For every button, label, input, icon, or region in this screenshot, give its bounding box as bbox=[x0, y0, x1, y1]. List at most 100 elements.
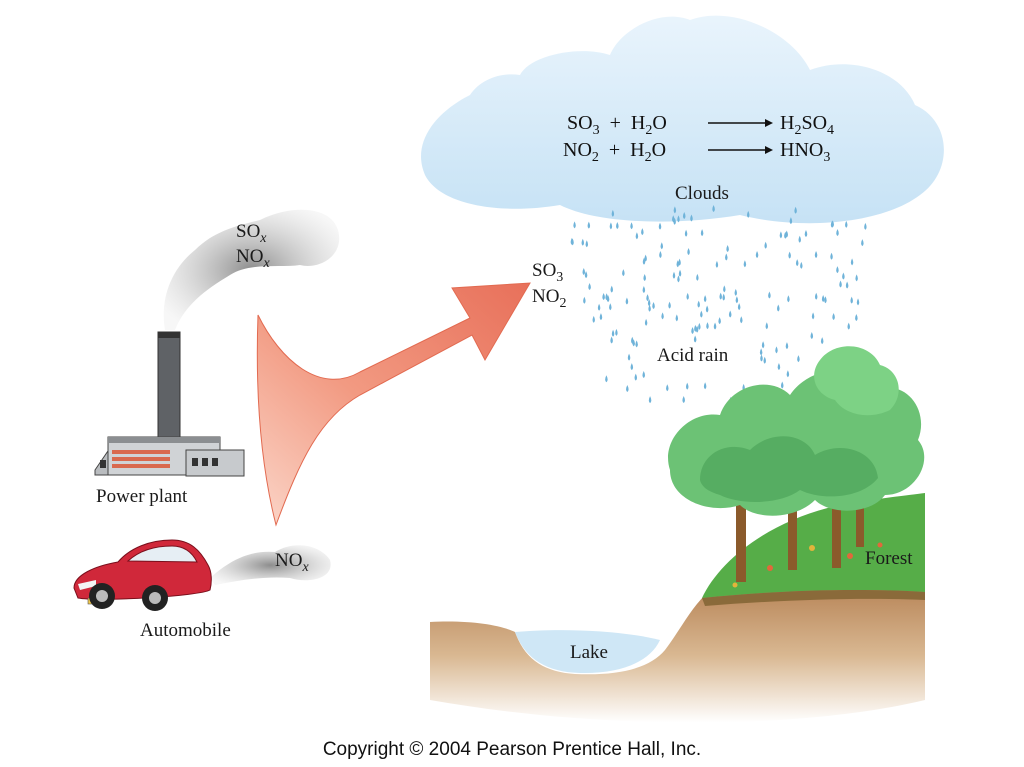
rain-drop bbox=[777, 363, 781, 371]
rain-drop bbox=[660, 242, 664, 250]
rain-drop bbox=[605, 375, 608, 383]
rain-drop bbox=[830, 252, 833, 260]
rain-drop bbox=[761, 341, 765, 349]
acid-rain-label: Acid rain bbox=[657, 345, 729, 366]
rain-drop bbox=[609, 303, 612, 311]
rain-drop bbox=[737, 303, 741, 311]
rain-drop bbox=[668, 301, 671, 309]
rain-drop bbox=[609, 222, 613, 230]
forest-trees bbox=[668, 346, 925, 582]
rain-drop bbox=[786, 370, 790, 378]
rain-drop bbox=[698, 322, 701, 330]
oxidation-arrow bbox=[256, 282, 531, 527]
rain-drop bbox=[677, 215, 680, 223]
rain-drop bbox=[673, 206, 677, 214]
rain-drop bbox=[687, 248, 690, 256]
rain-drop bbox=[768, 291, 771, 299]
power-plant-smoke bbox=[163, 209, 340, 330]
equation-1-product: H2SO4 bbox=[780, 112, 835, 138]
rain-drop bbox=[845, 220, 848, 228]
rain-drop bbox=[784, 231, 787, 239]
rain-drop bbox=[652, 301, 655, 309]
rain-drop bbox=[587, 221, 591, 229]
rain-drop bbox=[610, 336, 613, 344]
rain-drop bbox=[581, 238, 585, 246]
rain-drop bbox=[697, 300, 700, 308]
rain-drop bbox=[592, 315, 595, 323]
rain-drop bbox=[571, 238, 574, 246]
lake-label: Lake bbox=[570, 642, 608, 663]
rain-drop bbox=[779, 231, 783, 239]
clouds-label: Clouds bbox=[675, 183, 729, 204]
rain-drop bbox=[856, 298, 860, 306]
so3-label: SO3 bbox=[532, 260, 564, 285]
rain-drop bbox=[585, 240, 589, 248]
rain-drop bbox=[616, 222, 619, 230]
rain-drop bbox=[644, 254, 647, 262]
automobile-label: Automobile bbox=[140, 620, 231, 641]
rain-drop bbox=[700, 229, 704, 237]
rain-drop bbox=[597, 303, 601, 311]
rain-drop bbox=[703, 382, 707, 390]
rain-drop bbox=[798, 235, 801, 243]
rain-drop bbox=[824, 296, 827, 304]
rain-drop bbox=[759, 348, 763, 356]
rain-drop bbox=[795, 259, 799, 267]
rain-drop bbox=[677, 275, 680, 283]
rain-drop bbox=[715, 260, 719, 268]
rain-drop bbox=[847, 322, 850, 330]
rain-drop bbox=[831, 220, 834, 228]
rain-drop bbox=[646, 294, 649, 302]
rain-drop bbox=[631, 336, 634, 344]
rain-drop bbox=[675, 314, 679, 322]
rain-drop bbox=[777, 304, 780, 312]
rain-drop bbox=[634, 373, 638, 381]
rain-drop bbox=[685, 382, 689, 390]
rain-drop bbox=[765, 322, 769, 330]
rain-drop bbox=[706, 322, 709, 330]
rain-drop bbox=[864, 222, 867, 230]
equation-1-reactants: SO3 + H2O bbox=[567, 112, 667, 138]
rain-drop bbox=[682, 396, 685, 404]
rain-drop bbox=[845, 281, 849, 289]
reaction-arrows bbox=[708, 119, 773, 154]
rain-drop bbox=[703, 295, 707, 303]
rain-drop bbox=[718, 317, 721, 325]
rain-drop bbox=[725, 253, 728, 261]
plant-nox-label: NOx bbox=[236, 246, 270, 271]
rain-drop bbox=[746, 210, 750, 218]
rain-drop bbox=[672, 215, 675, 223]
rain-drop bbox=[693, 335, 697, 343]
rain-drop bbox=[686, 292, 689, 300]
rain-drop bbox=[740, 316, 743, 324]
rain-drop bbox=[700, 310, 703, 318]
car-exhaust-smoke bbox=[210, 545, 331, 585]
rain-drop bbox=[672, 271, 676, 279]
rain-drop bbox=[682, 212, 686, 220]
rain-drop bbox=[602, 293, 605, 301]
rain-drop bbox=[630, 363, 634, 371]
rain-drop bbox=[630, 222, 633, 230]
lake bbox=[515, 630, 660, 674]
rain-drop bbox=[780, 381, 784, 389]
rain-drop bbox=[797, 355, 800, 363]
rain-drop bbox=[712, 205, 715, 213]
rain-drop bbox=[684, 229, 688, 237]
rain-drop bbox=[785, 342, 789, 350]
rain-drop bbox=[644, 318, 648, 326]
rain-drop bbox=[690, 214, 693, 222]
rain-drop bbox=[659, 251, 662, 259]
rain-drop bbox=[836, 229, 839, 237]
rain-drop bbox=[678, 269, 682, 277]
rain-drop bbox=[695, 325, 699, 333]
rain-drop bbox=[743, 260, 747, 268]
rain-drop bbox=[855, 314, 858, 322]
automobile bbox=[73, 539, 212, 611]
rain-drop bbox=[643, 274, 646, 282]
rain-drop bbox=[850, 296, 853, 304]
rain-drop bbox=[832, 312, 835, 320]
rain-drop bbox=[764, 241, 767, 249]
rain-drop bbox=[605, 293, 608, 301]
rain-drop bbox=[760, 354, 763, 362]
